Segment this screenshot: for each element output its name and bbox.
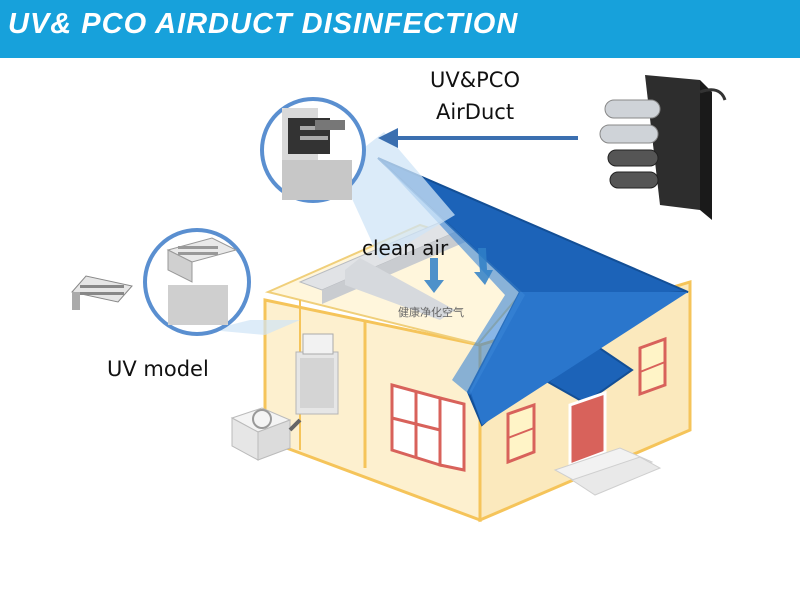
uv-model-label: UV model [107,357,209,381]
chinese-caption: 健康净化空气 [398,306,464,319]
left-arrow-icon [378,128,578,148]
left-windows [390,383,466,472]
outdoor-ac-unit [230,407,302,461]
clean-air-arrows [424,248,493,293]
product-label: UV&PCO AirDuct [415,64,535,128]
top-callout-device [282,108,352,200]
house-diagram [71,75,727,523]
left-callout-beam [210,320,300,335]
door [568,390,607,468]
product-label-line1: UV&PCO [430,68,520,92]
left-callout-device [166,237,238,325]
top-callout-beam [338,132,455,260]
clean-air-label: clean air [362,236,449,260]
uv-lamp-device-icon [599,75,727,220]
roof-front-ridge [470,292,688,425]
page-title: UV& PCO AIRDUCT DISINFECTION [8,8,519,40]
title-banner: UV& PCO AIRDUCT DISINFECTION [0,0,800,58]
product-label-line2: AirDuct [435,100,515,124]
uv-module-icon [71,275,133,310]
air-duct-branch [345,258,455,320]
air-handler-unit [295,333,339,415]
